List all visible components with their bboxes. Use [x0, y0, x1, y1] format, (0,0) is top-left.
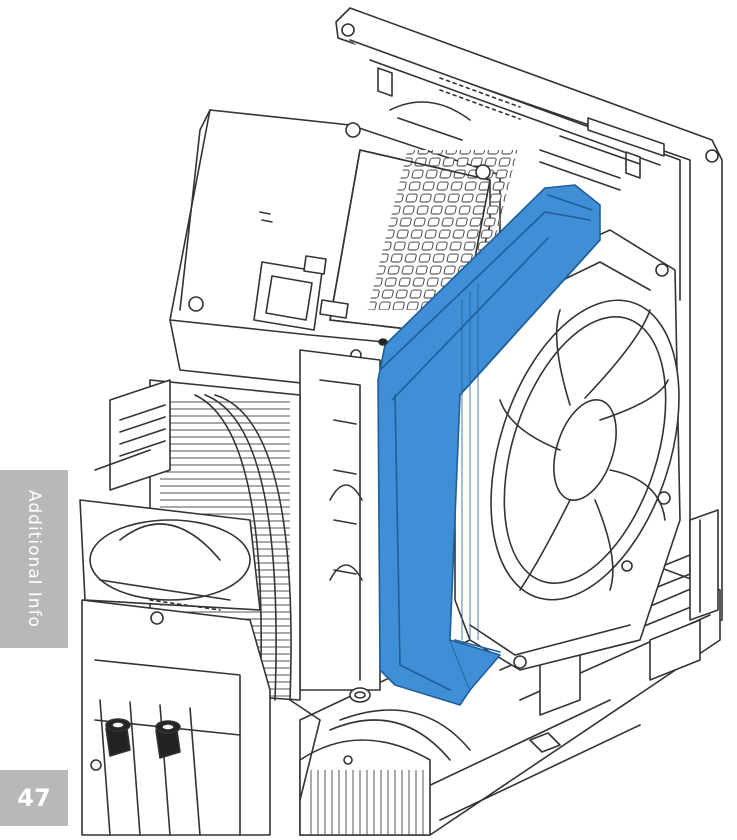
page-number: 47: [0, 770, 68, 826]
psu-frame: [299, 349, 381, 691]
section-tab-label: Additional Info: [24, 490, 44, 628]
pci-bracket: [81, 599, 271, 836]
thumb-screw-left: [105, 718, 131, 757]
thumb-screw-right: [155, 720, 181, 759]
bottom-cables: [289, 687, 471, 836]
section-tab: Additional Info: [0, 470, 68, 648]
radiator-highlight: [377, 184, 601, 706]
radiator-screw: [378, 338, 388, 346]
radiator-fins: [461, 283, 479, 641]
case-fan-rotor: [490, 299, 680, 601]
gpu-fan-shroud: [79, 499, 261, 611]
